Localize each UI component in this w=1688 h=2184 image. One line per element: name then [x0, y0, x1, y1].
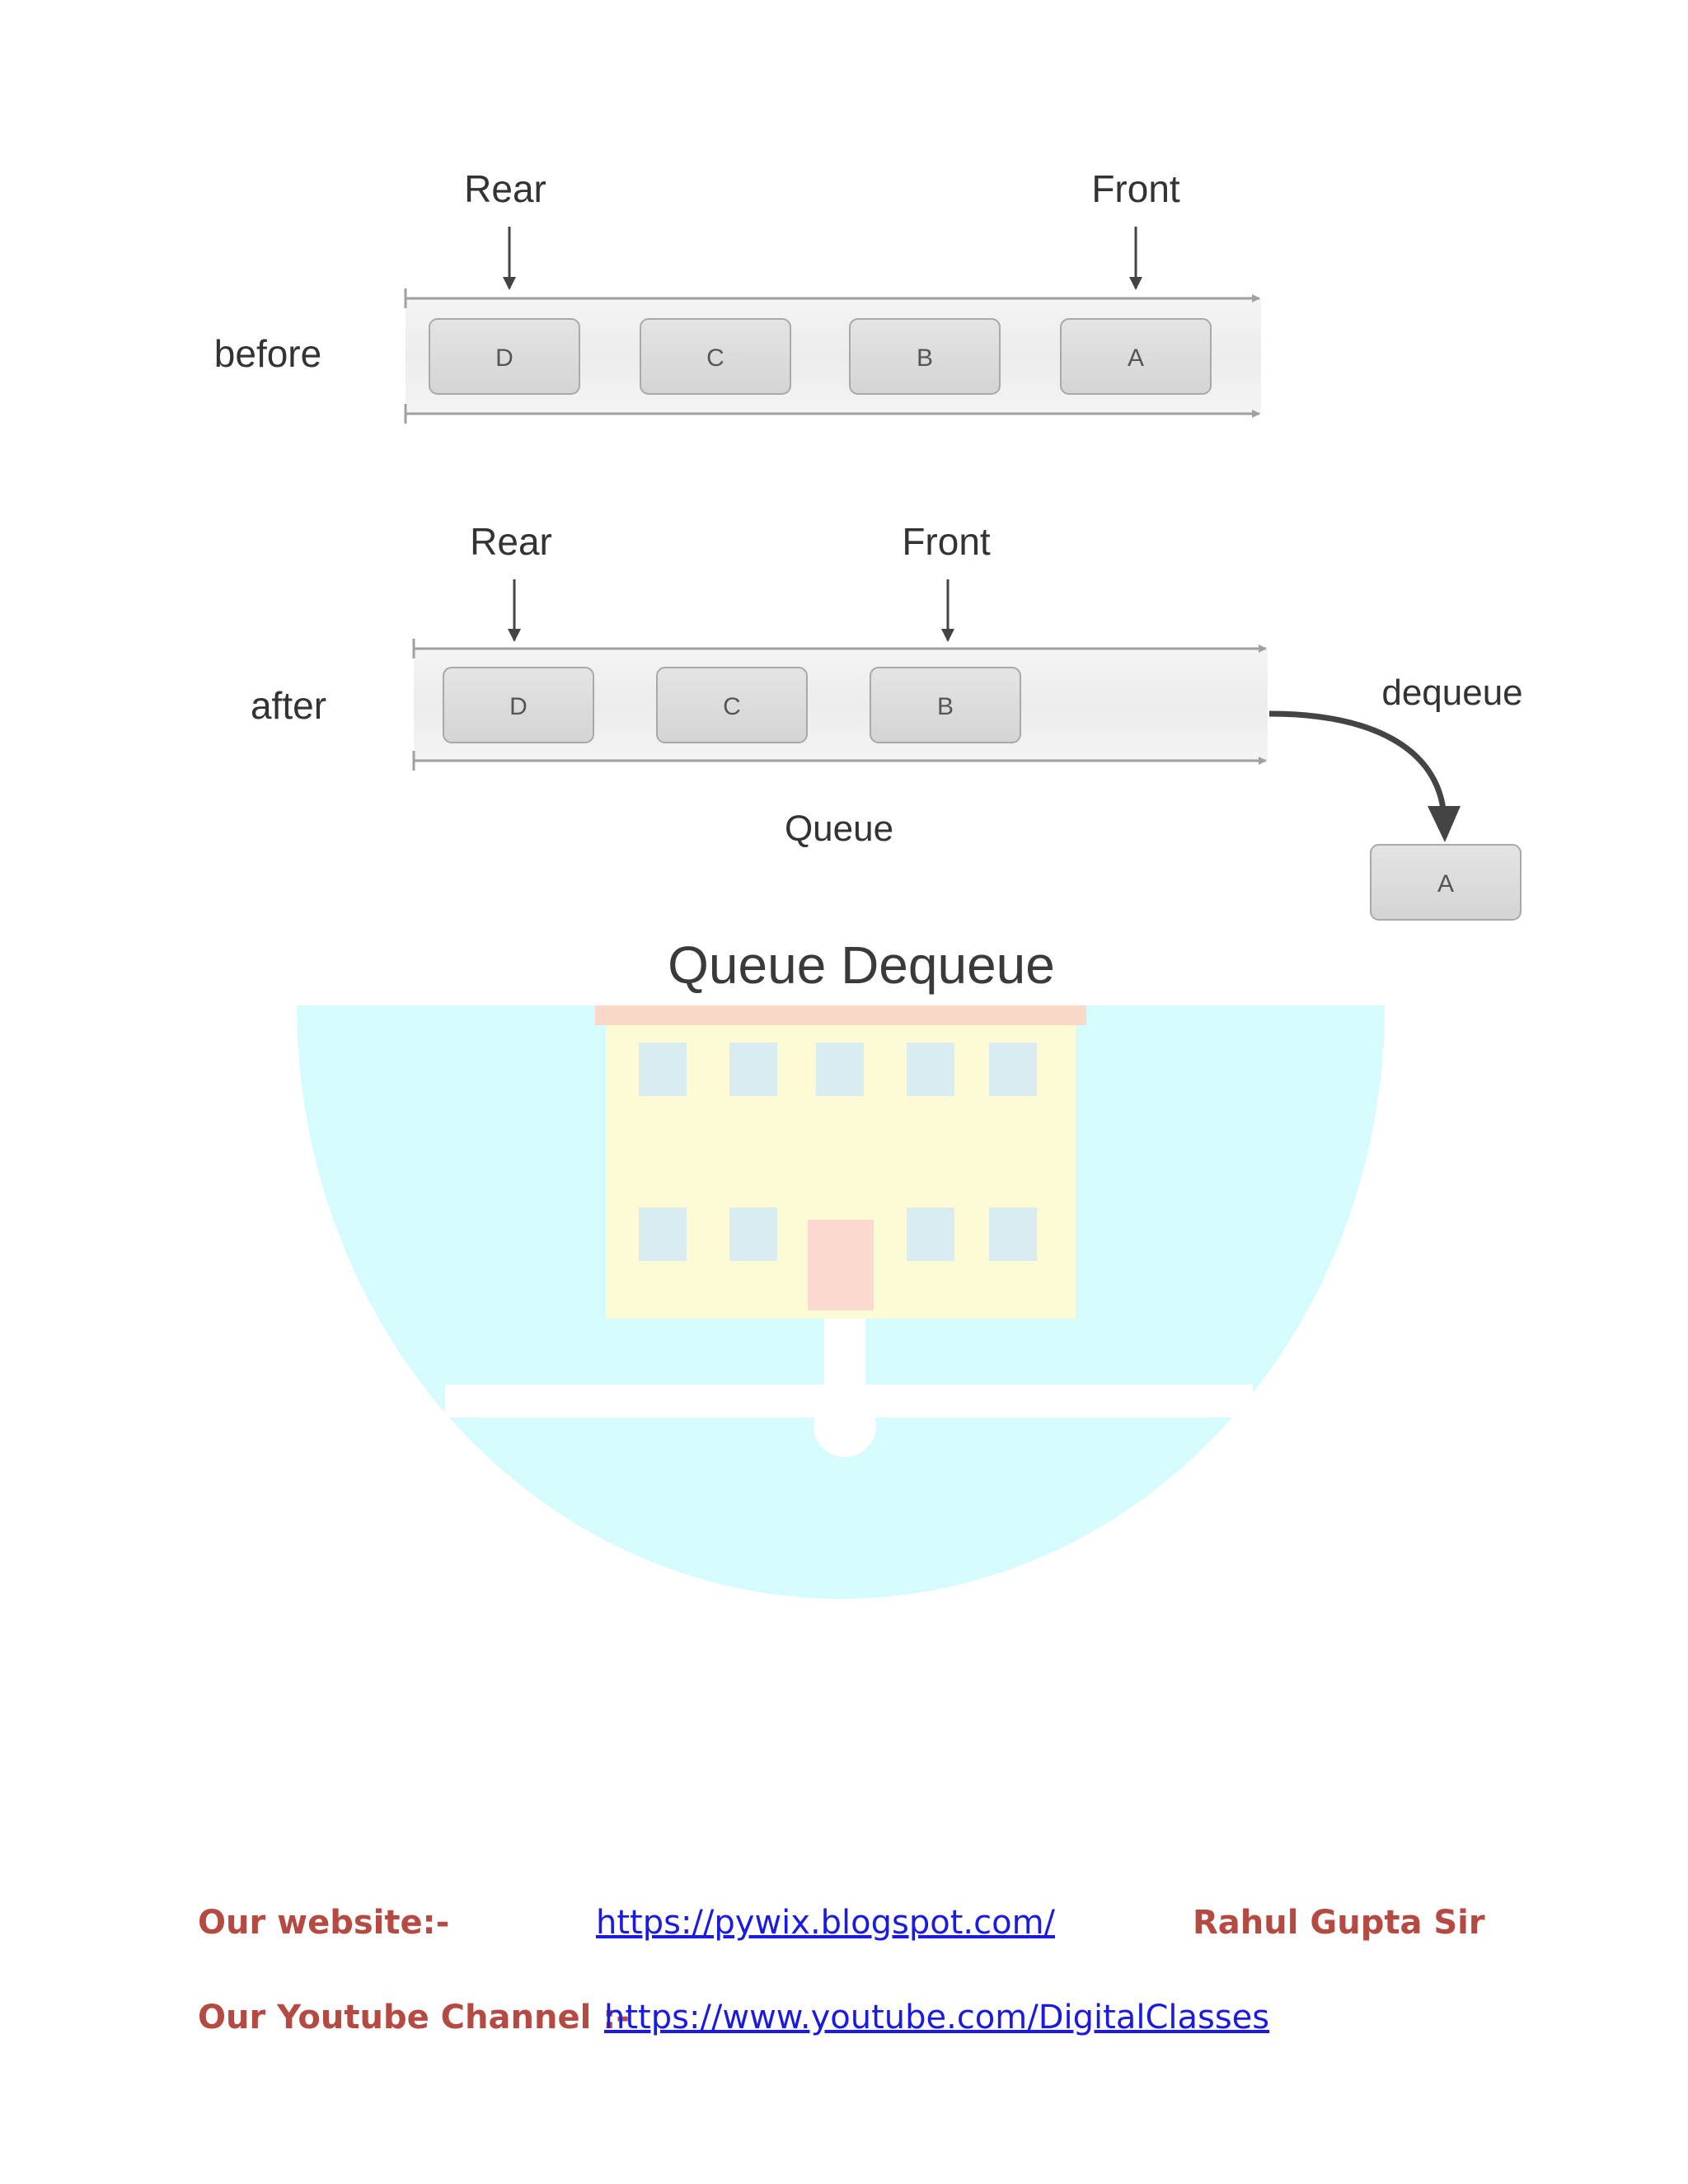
dequeue-label: dequeue	[1381, 673, 1522, 713]
after-rear-label: Rear	[470, 520, 552, 563]
before-item-label: D	[495, 344, 513, 372]
before-rear-label: Rear	[464, 167, 546, 210]
before-front-label: Front	[1091, 167, 1180, 210]
before-item-label: A	[1128, 344, 1144, 372]
before-item-box	[640, 318, 791, 395]
after-item-box	[656, 667, 808, 743]
dequeue-arrowhead	[1428, 806, 1461, 842]
before-queue: before Rear Front D C B A	[214, 167, 1261, 424]
after-item-label: C	[723, 693, 741, 720]
after-front-label: Front	[902, 520, 991, 563]
website-label: Our website:-	[198, 1904, 450, 1942]
after-item-label: B	[937, 693, 954, 720]
after-row-label: after	[251, 684, 326, 727]
before-row-label: before	[214, 332, 321, 375]
dequeued-item-label: A	[1437, 870, 1454, 898]
diagram-title: Queue Dequeue	[668, 935, 1055, 995]
before-item-label: C	[706, 344, 724, 372]
youtube-label: Our Youtube Channel :-	[198, 1999, 630, 2036]
youtube-link[interactable]: https://www.youtube.com/DigitalClasses	[604, 1999, 1270, 2036]
dequeued-item-box	[1370, 844, 1522, 921]
before-item-label: B	[917, 344, 933, 372]
after-item-label: D	[509, 693, 528, 720]
after-queue: after Rear Front D C B Queue dequeue A	[251, 520, 1523, 921]
before-item-box	[849, 318, 1001, 395]
author-name: Rahul Gupta Sir	[1193, 1904, 1485, 1942]
website-link[interactable]: https://pywix.blogspot.com/	[596, 1904, 1056, 1942]
after-item-box	[870, 667, 1021, 743]
queue-label: Queue	[785, 808, 893, 849]
watermark-logo	[297, 1005, 1385, 1599]
after-item-box	[443, 667, 594, 743]
before-item-box	[429, 318, 580, 395]
dequeue-arrow	[1268, 710, 1447, 817]
before-item-box	[1060, 318, 1212, 395]
